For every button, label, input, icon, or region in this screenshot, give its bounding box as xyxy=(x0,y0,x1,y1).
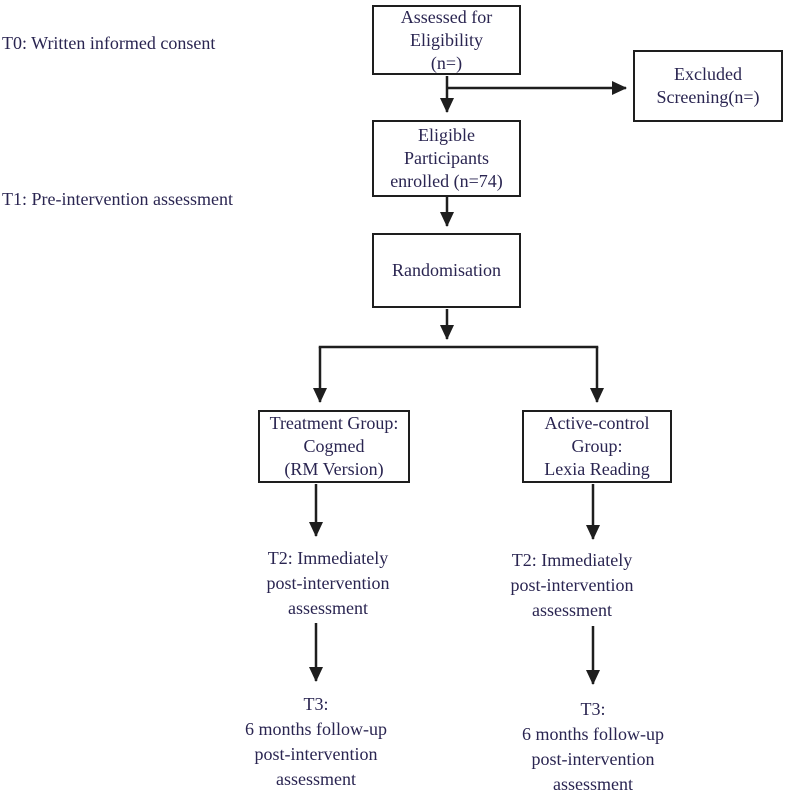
box-line: Assessed for xyxy=(400,6,493,27)
excluded-screening-box: Excluded Screening(n=) xyxy=(633,50,783,122)
text-line: assessment xyxy=(288,598,368,618)
randomisation-box: Randomisation xyxy=(372,233,521,308)
box-line: Cogmed xyxy=(303,436,365,456)
box-line: Randomisation xyxy=(392,260,501,280)
box-line: Group: xyxy=(571,436,623,456)
assessed-for-eligibility-box: Assessed for Eligibility (n=) xyxy=(372,5,521,75)
box-line: Eligibility xyxy=(409,29,483,50)
t2-assessment-control: T2: Immediately post-intervention assess… xyxy=(462,548,682,623)
text-line: assessment xyxy=(276,769,356,789)
box-line: (RM Version) xyxy=(284,459,384,479)
box-line: Treatment Group: xyxy=(269,413,399,433)
active-control-group-box: Active-control Group: Lexia Reading xyxy=(522,410,672,483)
box-line: Participants xyxy=(404,148,489,168)
box-line: Active-control xyxy=(544,413,650,433)
text-line: 6 months follow-up xyxy=(245,719,387,739)
text-line: T3: xyxy=(580,699,606,719)
box-line: Lexia Reading xyxy=(544,459,650,479)
text-line: T3: xyxy=(303,694,329,714)
text-line: post-intervention xyxy=(254,744,378,764)
text-line: post-intervention xyxy=(266,573,390,593)
text-line: post-intervention xyxy=(531,749,655,769)
box-line: Eligible xyxy=(418,125,475,145)
t3-assessment-control: T3: 6 months follow-up post-intervention… xyxy=(483,697,703,793)
t2-assessment-treatment: T2: Immediately post-intervention assess… xyxy=(218,546,438,621)
box-line: (n=) xyxy=(430,52,463,73)
text-line: T2: Immediately xyxy=(511,550,633,570)
text-line: assessment xyxy=(553,774,633,793)
box-line: Screening(n=) xyxy=(656,87,760,107)
box-line: enrolled (n=74) xyxy=(390,171,503,191)
text-line: T2: Immediately xyxy=(267,548,389,568)
timeline-label-t0: T0: Written informed consent xyxy=(2,33,216,53)
text-line: post-intervention xyxy=(510,575,634,595)
eligible-participants-box: Eligible Participants enrolled (n=74) xyxy=(372,120,521,197)
t3-assessment-treatment: T3: 6 months follow-up post-intervention… xyxy=(206,692,426,792)
timeline-label-t1: T1: Pre-intervention assessment xyxy=(2,189,233,209)
text-line: 6 months follow-up xyxy=(522,724,664,744)
text-line: assessment xyxy=(532,600,612,620)
box-line: Excluded xyxy=(674,64,742,84)
treatment-group-box: Treatment Group: Cogmed (RM Version) xyxy=(258,410,410,483)
